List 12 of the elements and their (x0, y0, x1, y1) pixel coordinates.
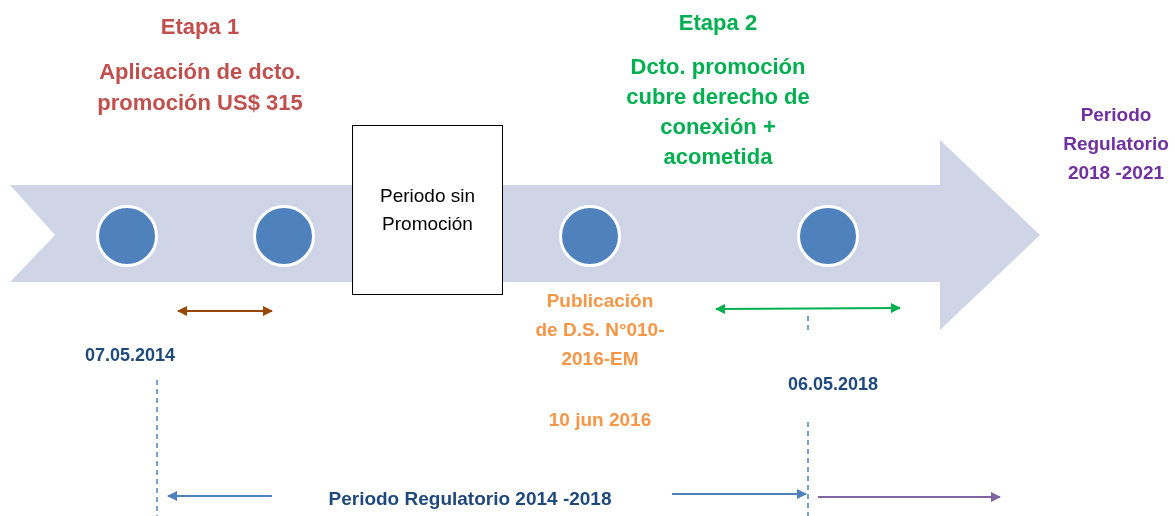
stage-description: Dcto. promoción cubre derecho de conexión + acometida (625, 53, 811, 171)
date-label: 07.05.2014 (83, 344, 177, 367)
period-label: Periodo Regulatorio 2018 -2021 (1062, 103, 1170, 185)
stage-heading: Etapa 2 (677, 9, 759, 37)
box-text: Periodo sin Promoción (378, 184, 477, 236)
stage-heading: Etapa 1 (159, 13, 241, 41)
publication-note: Publicación de D.S. N°010- 2016-EM (535, 289, 665, 371)
period-label: Periodo Regulatorio 2014 -2018 (327, 487, 613, 511)
period-box (352, 125, 503, 295)
date-label: 10 jun 2016 (547, 408, 653, 432)
date-label: 06.05.2018 (786, 373, 880, 396)
stage-description: Aplicación de dcto. promoción US$ 315 (96, 58, 304, 117)
